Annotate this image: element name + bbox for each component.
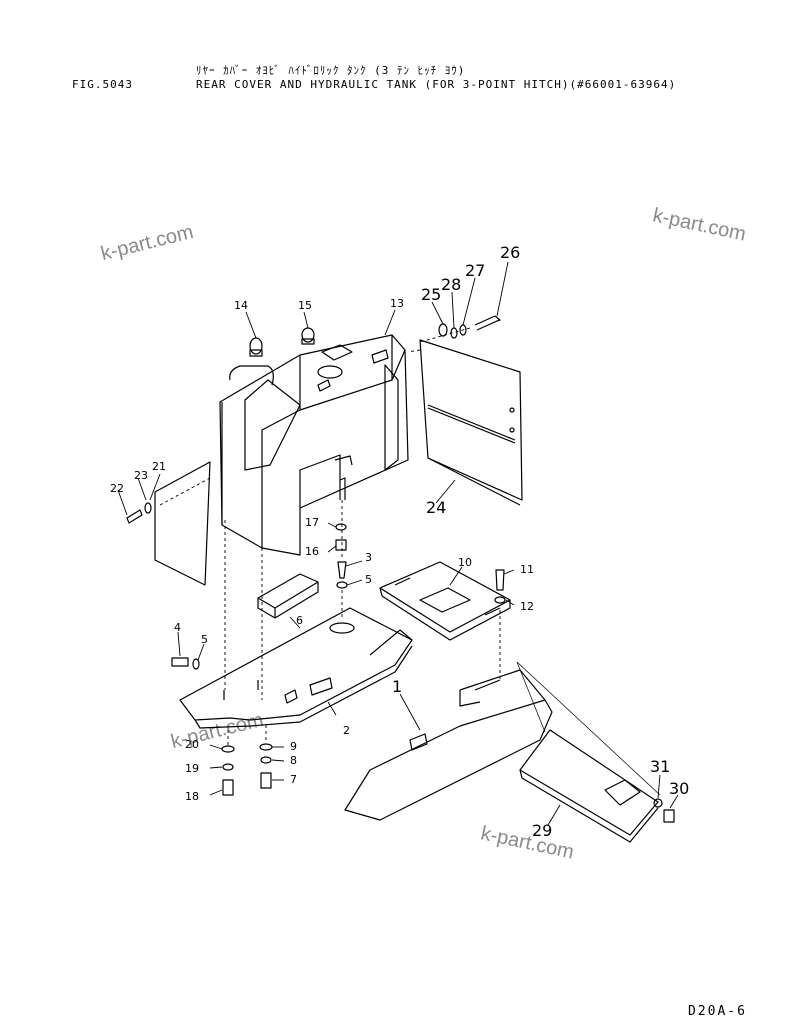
callout-24: 24 bbox=[426, 498, 446, 517]
callout-12: 12 bbox=[520, 600, 534, 613]
title-english: REAR COVER AND HYDRAULIC TANK (FOR 3-POI… bbox=[196, 78, 677, 91]
callout-10: 10 bbox=[458, 556, 472, 569]
page-code: D20A-6 bbox=[688, 1004, 747, 1019]
part-callouts: 1 2 3 4 5 5 6 7 8 9 10 11 12 13 14 15 16… bbox=[110, 243, 689, 840]
callout-5b: 5 bbox=[201, 633, 208, 646]
title-japanese: ﾘﾔｰ ｶﾊﾞｰ ｵﾖﾋﾞ ﾊｲﾄﾞﾛﾘｯｸ ﾀﾝｸ (3 ﾃﾝ ﾋｯﾁ ﾖｳ) bbox=[196, 64, 466, 77]
callout-15: 15 bbox=[298, 299, 312, 312]
left-plate-drawing bbox=[154, 461, 211, 586]
callout-27: 27 bbox=[465, 261, 485, 280]
callout-6: 6 bbox=[296, 614, 303, 627]
callout-16: 16 bbox=[305, 545, 319, 558]
callout-19: 19 bbox=[185, 762, 199, 775]
callout-23: 23 bbox=[134, 469, 148, 482]
cover-29-drawing bbox=[519, 729, 659, 843]
callout-26: 26 bbox=[500, 243, 520, 262]
hydraulic-tank-drawing bbox=[219, 334, 409, 556]
plate-10-drawing bbox=[379, 561, 511, 641]
fasteners-drawing bbox=[126, 315, 675, 823]
callout-4: 4 bbox=[174, 621, 181, 634]
callout-9: 9 bbox=[290, 740, 297, 753]
callout-21: 21 bbox=[152, 460, 166, 473]
side-cover-drawing bbox=[419, 339, 523, 506]
callout-20: 20 bbox=[185, 738, 199, 751]
callout-11: 11 bbox=[520, 563, 534, 576]
callout-31: 31 bbox=[650, 757, 670, 776]
callout-7: 7 bbox=[290, 773, 297, 786]
callout-30: 30 bbox=[669, 779, 689, 798]
callout-25: 25 bbox=[421, 285, 441, 304]
callout-3: 3 bbox=[365, 551, 372, 564]
callout-8: 8 bbox=[290, 754, 297, 767]
frame-1-drawing bbox=[344, 669, 553, 821]
callout-18: 18 bbox=[185, 790, 199, 803]
callout-1: 1 bbox=[392, 677, 402, 696]
frame-drawing bbox=[179, 607, 413, 729]
callout-22: 22 bbox=[110, 482, 124, 495]
callout-29: 29 bbox=[532, 821, 552, 840]
callout-14: 14 bbox=[234, 299, 248, 312]
leader-lines bbox=[117, 261, 679, 826]
callout-2: 2 bbox=[343, 724, 350, 737]
bracket-drawing bbox=[257, 573, 319, 619]
callout-17: 17 bbox=[305, 516, 319, 529]
callout-5a: 5 bbox=[365, 573, 372, 586]
callout-28: 28 bbox=[441, 275, 461, 294]
figure-number: FIG.5043 bbox=[72, 78, 133, 91]
callout-13: 13 bbox=[390, 297, 404, 310]
